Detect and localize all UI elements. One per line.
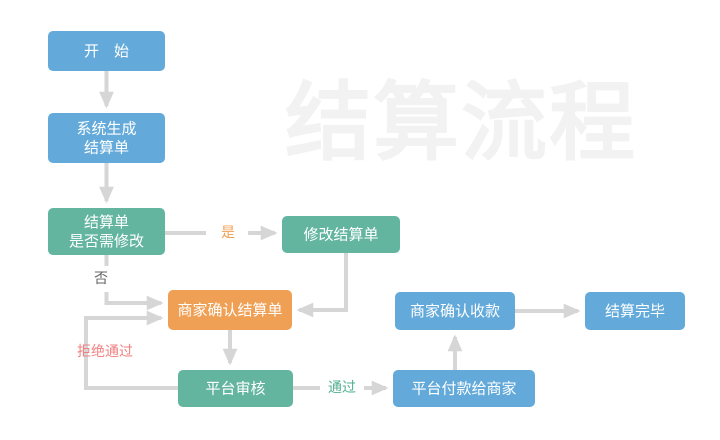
node-modify-rect[interactable] (282, 216, 400, 253)
edges-group (84, 71, 581, 396)
node-need-modify-label: 结算单是否需修改 (69, 213, 144, 250)
node-merchant-confirm-bill[interactable]: 商家确认结算单 (168, 290, 292, 330)
node-merchant-confirm-receipt[interactable]: 商家确认收款 (395, 292, 515, 330)
node-done-rect[interactable] (585, 292, 685, 330)
edge-label-pass: 通过 (328, 380, 356, 396)
nodes-group: 开 始 系统生成结算单 结算单是否需修改 修改结算单 商家确认结算单 平台审核 (48, 31, 685, 407)
edge-reject-to-merchant-confirm-bill (84, 310, 178, 390)
node-platform-audit[interactable]: 平台审核 (178, 370, 293, 407)
node-modify-label: 修改结算单 (303, 225, 378, 243)
node-merchant-confirm-receipt-label: 商家确认收款 (410, 302, 500, 320)
node-merchant-confirm-bill-label: 商家确认结算单 (177, 301, 282, 319)
node-start-rect[interactable] (48, 31, 165, 71)
node-platform-pay[interactable]: 平台付款给商家 (393, 370, 535, 407)
node-need-modify[interactable]: 结算单是否需修改 (48, 208, 165, 255)
node-start[interactable]: 开 始 (48, 31, 165, 71)
node-modify[interactable]: 修改结算单 (282, 216, 400, 253)
edge-labels-group: 是 否 拒绝通过 通过 (77, 225, 356, 396)
node-start-label: 开 始 (84, 42, 129, 60)
edge-label-no: 否 (94, 271, 108, 287)
node-merchant-confirm-bill-rect[interactable] (168, 290, 292, 330)
node-need-modify-rect[interactable] (48, 208, 165, 255)
node-generate[interactable]: 系统生成结算单 (48, 113, 165, 163)
node-platform-pay-rect[interactable] (393, 370, 535, 407)
edge-modify-to-merchant-confirm-bill (296, 253, 348, 318)
edge-label-yes: 是 (221, 225, 235, 241)
edge-no-to-merchant-confirm-bill (104, 292, 164, 311)
node-done[interactable]: 结算完毕 (585, 292, 685, 330)
node-platform-audit-rect[interactable] (178, 370, 293, 407)
watermark-title: 结算流程 (285, 73, 637, 173)
node-generate-rect[interactable] (48, 113, 165, 163)
node-generate-label: 系统生成结算单 (76, 119, 136, 156)
edge-label-reject: 拒绝通过 (77, 344, 133, 360)
node-platform-pay-label: 平台付款给商家 (411, 379, 516, 397)
node-platform-audit-label: 平台审核 (205, 379, 265, 397)
node-merchant-confirm-receipt-rect[interactable] (395, 292, 515, 330)
node-done-label: 结算完毕 (605, 302, 665, 320)
